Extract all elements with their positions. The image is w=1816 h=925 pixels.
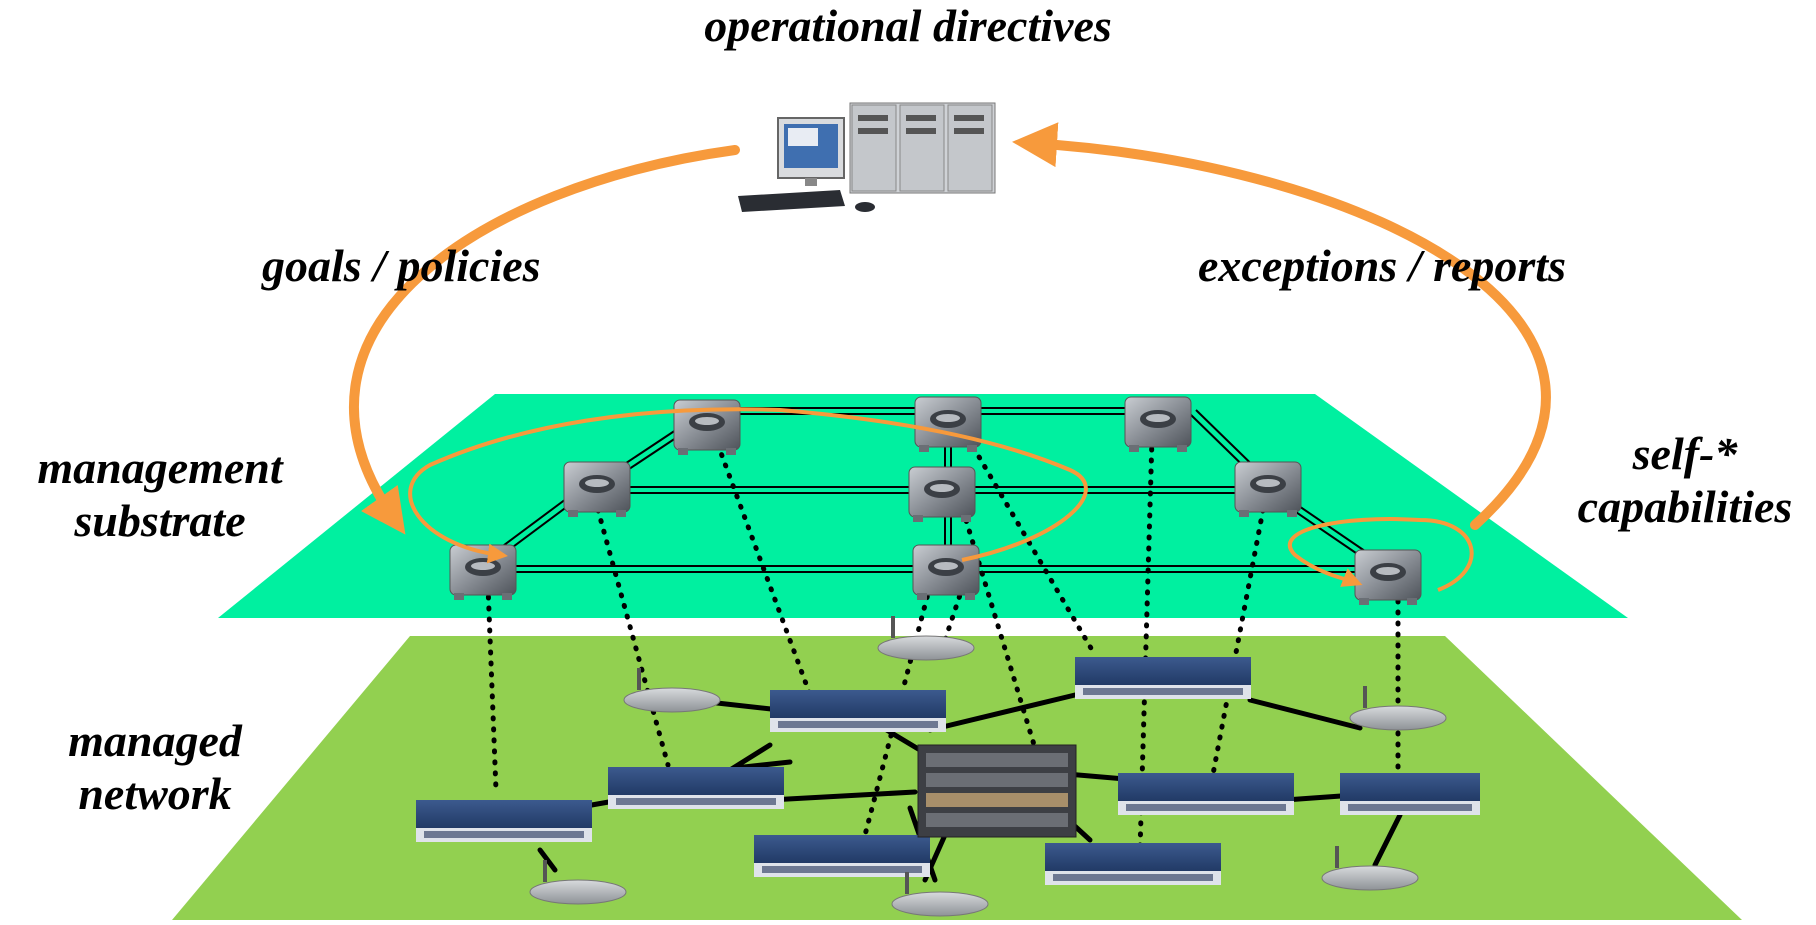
- wireless-access-point-icon: [1349, 686, 1447, 731]
- wireless-access-point-icon: [877, 616, 975, 661]
- wireless-access-point-icon: [891, 872, 989, 917]
- management-appliance-icon: [908, 466, 976, 522]
- network-router-icon: [1118, 773, 1294, 815]
- self-label-line1: self-*: [1632, 428, 1738, 479]
- wireless-access-point-icon: [529, 860, 627, 905]
- network-router-icon: [1340, 773, 1480, 815]
- wireless-access-point-icon: [623, 668, 721, 713]
- substrate-links: [475, 407, 1385, 573]
- management-appliance-icon: [673, 399, 741, 455]
- substrate-loop-left: [408, 407, 1088, 564]
- feedback-arrows: [348, 122, 1551, 535]
- exceptions-reports-label: exceptions / reports: [1198, 240, 1566, 291]
- self-capability-loops: [408, 407, 1474, 592]
- managed-network-label: managed network: [20, 715, 290, 821]
- management-appliance-icon: [1234, 461, 1302, 517]
- goals-arrow: [348, 145, 740, 535]
- management-appliance-icon: [563, 461, 631, 517]
- management-label-line1: management: [37, 442, 283, 493]
- self-capabilities-label: self-* capabilities: [1545, 428, 1816, 534]
- operational-directives-label: operational directives: [704, 0, 1112, 51]
- network-router-icon: [1045, 843, 1221, 885]
- management-label-line2: substrate: [74, 494, 246, 546]
- substrate-loop-right: [1287, 517, 1474, 592]
- network-router-icon: [608, 767, 784, 809]
- routers: [416, 657, 1480, 885]
- core-switch-chassis-icon: [917, 744, 1077, 838]
- network-router-icon: [770, 690, 946, 732]
- exceptions-arrow: [1012, 122, 1551, 530]
- self-label-line2: capabilities: [1577, 480, 1793, 532]
- network-router-icon: [754, 835, 930, 877]
- management-appliance-icon: [914, 396, 982, 452]
- workstation-with-servers-icon: [738, 102, 996, 212]
- wireless-access-points: [529, 616, 1447, 917]
- management-nodes: [449, 396, 1422, 605]
- network-router-icon: [1075, 657, 1251, 699]
- management-substrate-label: management substrate: [10, 442, 310, 548]
- network-router-icon: [416, 800, 592, 842]
- management-appliance-icon: [1354, 549, 1422, 605]
- goals-policies-label: goals / policies: [262, 240, 541, 291]
- management-appliance-icon: [912, 544, 980, 600]
- managed-label-line2: network: [78, 767, 232, 819]
- managed-label-line1: managed: [68, 715, 242, 766]
- wireless-access-point-icon: [1321, 846, 1419, 891]
- management-appliance-icon: [1124, 396, 1192, 452]
